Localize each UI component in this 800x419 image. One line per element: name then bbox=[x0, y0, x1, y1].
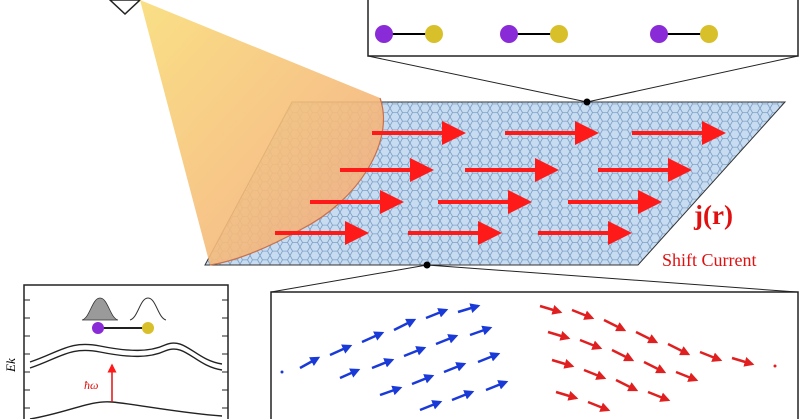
photon-energy-label: ħω bbox=[84, 378, 99, 392]
energy-axis-label: Ek bbox=[3, 358, 18, 372]
shift-current-arrows bbox=[275, 121, 726, 245]
laser-source-icon bbox=[108, 0, 142, 16]
band-structure-inset bbox=[23, 284, 229, 419]
flow-field-red bbox=[539, 304, 755, 412]
current-density-label: j(r) bbox=[694, 200, 733, 230]
flow-field-blue bbox=[299, 303, 509, 412]
atom-dimer-icon bbox=[650, 25, 718, 43]
atom-dimer-icon bbox=[375, 25, 443, 43]
shift-current-label: Shift Current bbox=[662, 250, 757, 270]
flow-field-inset bbox=[270, 291, 799, 419]
valence-band bbox=[29, 401, 223, 419]
atom-dimer-icon bbox=[92, 322, 154, 334]
light-cone bbox=[140, 0, 384, 265]
orbital-lobe-left bbox=[81, 297, 119, 321]
orbital-lobe-right bbox=[129, 297, 167, 321]
conduction-band bbox=[29, 342, 223, 365]
atom-dimer-icon bbox=[500, 25, 568, 43]
